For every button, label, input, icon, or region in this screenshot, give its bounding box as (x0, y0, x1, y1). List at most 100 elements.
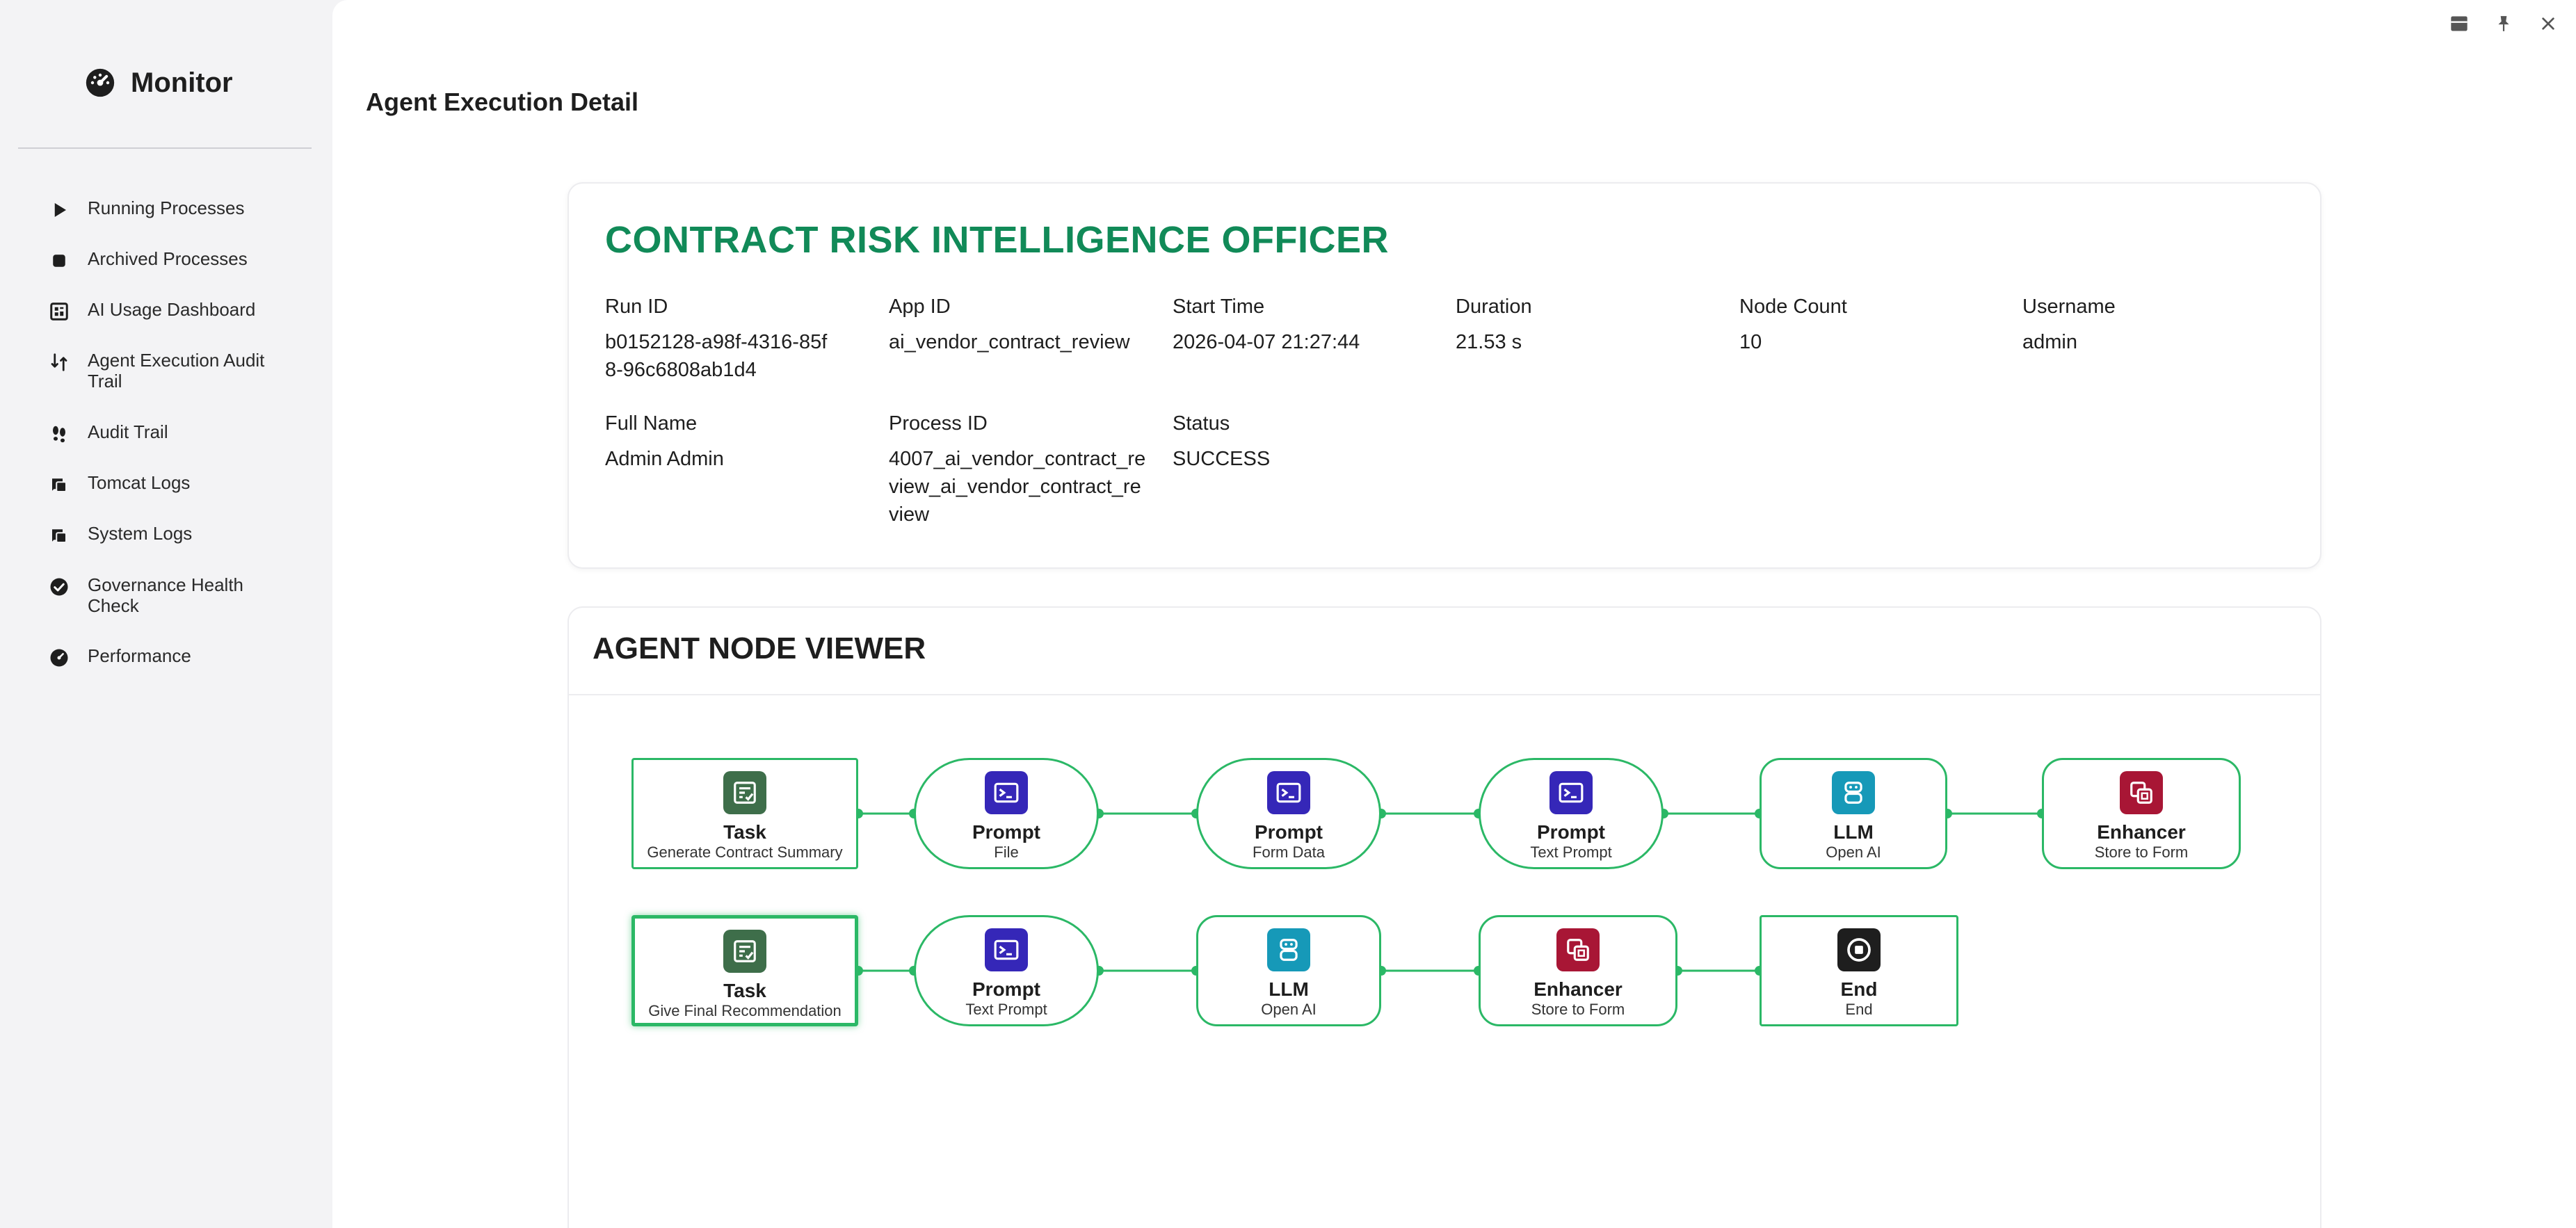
field-label: Duration (1456, 296, 1532, 318)
sidebar-item-label: Archived Processes (88, 248, 248, 269)
task-icon (723, 771, 766, 814)
robot-icon (1267, 928, 1310, 971)
sidebar-item-label: Audit Trail (88, 421, 168, 442)
field-label: App ID (889, 296, 951, 318)
execution-details-card: CONTRACT RISK INTELLIGENCE OFFICER Run I… (567, 182, 2321, 569)
node-subtitle: Text Prompt (965, 1001, 1047, 1018)
field-value: b0152128-a98f-4316-85f8-96c6808ab1d4 (605, 331, 828, 381)
field-start-time: Start Time 2026-04-07 21:27:44 (1173, 295, 1437, 356)
branch-icon (51, 353, 67, 371)
sidebar-item-archived-processes[interactable]: Archived Processes (49, 248, 299, 271)
panel-icon (2451, 16, 2468, 31)
sidebar-item-label: Agent Execution Audit Trail (88, 350, 265, 391)
robot-icon (1832, 771, 1875, 814)
node-subtitle: End (1845, 1001, 1873, 1018)
sidebar-title: Monitor (131, 67, 233, 98)
field-value: SUCCESS (1173, 448, 1271, 470)
field-label: Start Time (1173, 296, 1265, 318)
log-icon (52, 529, 67, 543)
node-type-label: LLM (1269, 978, 1309, 1000)
field-value: admin (2022, 331, 2077, 353)
node-type-label: Task (723, 821, 766, 843)
sidebar: Monitor Running Processes Archived Proce… (0, 0, 332, 1228)
field-app-id: App ID ai_vendor_contract_review (889, 295, 1153, 356)
viewer-divider (569, 694, 2320, 695)
copy-icon (2120, 771, 2163, 814)
node-type-label: Enhancer (2097, 821, 2186, 843)
sidebar-item-label: AI Usage Dashboard (88, 299, 256, 320)
sidebar-item-running-processes[interactable]: Running Processes (49, 197, 299, 220)
window-controls (2437, 10, 2576, 38)
node-type-label: LLM (1833, 821, 1874, 843)
sidebar-item-ai-usage-dashboard[interactable]: AI Usage Dashboard (49, 299, 299, 322)
task-icon (723, 930, 766, 973)
sidebar-item-tomcat-logs[interactable]: Tomcat Logs (49, 472, 299, 495)
field-status: Status SUCCESS (1173, 412, 1437, 473)
main-panel: Agent Execution Detail CONTRACT RISK INT… (332, 0, 2576, 1228)
node-subtitle: Form Data (1253, 843, 1325, 861)
node-subtitle: Store to Form (1531, 1001, 1625, 1018)
check-circle-icon (50, 578, 68, 596)
dashboard-icon (50, 302, 68, 321)
sidebar-item-agent-execution-audit-trail[interactable]: Agent Execution Audit Trail (49, 350, 299, 391)
node-subtitle: Open AI (1826, 843, 1881, 861)
field-node-count: Node Count 10 (1739, 295, 2004, 356)
field-duration: Duration 21.53 s (1456, 295, 1720, 356)
field-label: Process ID (889, 412, 988, 435)
node-type-label: Prompt (972, 978, 1040, 1000)
viewer-title: AGENT NODE VIEWER (593, 631, 926, 665)
field-label: Run ID (605, 296, 668, 318)
sidebar-brand: Monitor (85, 64, 233, 102)
play-icon (54, 203, 66, 217)
sidebar-item-label: Performance (88, 645, 191, 666)
node-subtitle: Store to Form (2094, 843, 2189, 861)
sidebar-item-audit-trail[interactable]: Audit Trail (49, 421, 299, 444)
field-value: ai_vendor_contract_review (889, 331, 1130, 353)
gauge-icon (86, 68, 115, 97)
sidebar-item-system-logs[interactable]: System Logs (49, 523, 299, 546)
sidebar-item-label: Tomcat Logs (88, 472, 191, 493)
node-subtitle: Give Final Recommendation (648, 1002, 842, 1019)
sidebar-item-label: Running Processes (88, 197, 245, 218)
pin-button[interactable] (2490, 10, 2518, 38)
node-type-label: Prompt (1255, 821, 1323, 843)
close-button[interactable] (2534, 10, 2562, 38)
field-label: Status (1173, 412, 1230, 435)
sidebar-item-performance[interactable]: Performance (49, 645, 299, 668)
stop-circle-icon (1837, 928, 1881, 971)
field-label: Full Name (605, 412, 698, 435)
node-subtitle: Generate Contract Summary (647, 843, 843, 861)
minimize-button[interactable] (2445, 10, 2473, 38)
field-value: 21.53 s (1456, 331, 1522, 353)
agent-name: CONTRACT RISK INTELLIGENCE OFFICER (605, 219, 1389, 261)
node-type-label: Prompt (1537, 821, 1605, 843)
terminal-icon (1267, 771, 1310, 814)
terminal-icon (985, 771, 1028, 814)
terminal-icon (1549, 771, 1593, 814)
sidebar-item-label: Governance Health Check (88, 574, 244, 616)
field-value: 10 (1739, 331, 1762, 353)
sidebar-item-governance-health-check[interactable]: Governance Health Check (49, 574, 299, 616)
page-title: Agent Execution Detail (366, 88, 639, 116)
node-subtitle: Open AI (1261, 1001, 1317, 1018)
copy-icon (1556, 928, 1600, 971)
node-type-label: Task (723, 980, 766, 1001)
node-type-label: Prompt (972, 821, 1040, 843)
node-subtitle: File (994, 843, 1019, 861)
field-label: Username (2022, 296, 2116, 318)
terminal-icon (985, 928, 1028, 971)
